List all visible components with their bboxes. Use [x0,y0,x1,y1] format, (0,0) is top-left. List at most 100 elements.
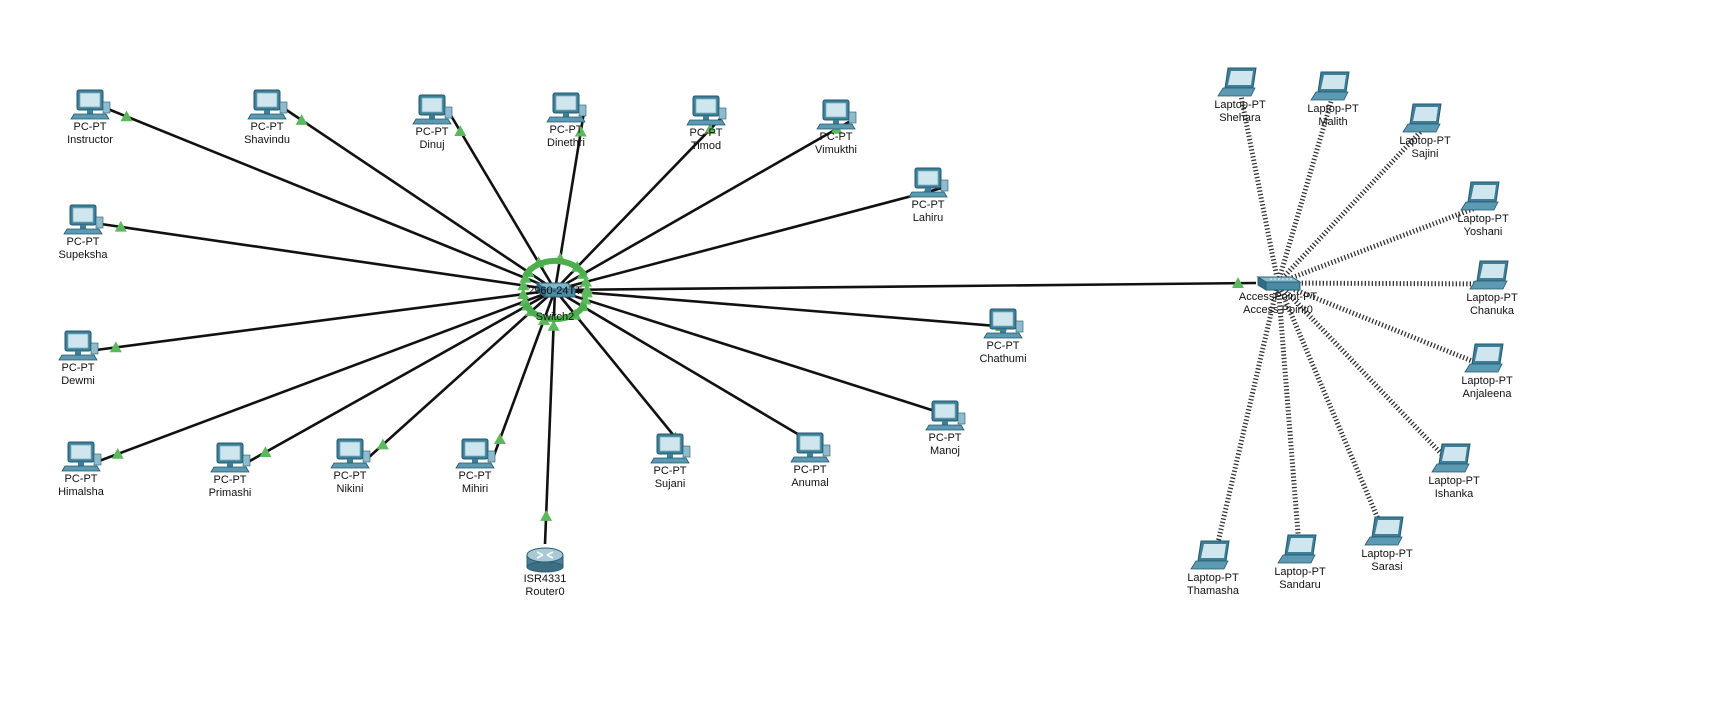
pc-manoj-name-label: Manoj [930,445,960,457]
link-pc-manoj-status-near-hub [579,293,592,305]
link-pc-instructor [107,107,556,292]
wireless-link-shehara [1237,90,1281,284]
pc-nikini-name-label: Nikini [337,483,364,495]
laptop-sarasi-model-label: Laptop-PT [1361,548,1413,560]
laptop-sandaru-model-label: Laptop-PT [1274,566,1326,578]
link-pc-shavindu [284,107,556,292]
pc-instructor-model-label: PC-PT [74,121,107,133]
laptop-sandaru-name-label: Sandaru [1279,579,1321,591]
laptop-shehara-icon[interactable] [1217,67,1257,97]
pc-dinuj-icon[interactable] [412,94,453,125]
laptop-ishanka-icon[interactable] [1431,443,1471,473]
wireless-link-ishanka [1276,281,1456,469]
link-pc-anumal [554,288,829,454]
laptop-sajini-icon[interactable] [1402,103,1442,133]
link-pc-himalsha-status-near-device [111,447,124,459]
laptop-sandaru-icon[interactable] [1277,534,1317,564]
pc-shavindu-name-label: Shavindu [244,134,290,146]
link-router-status-near-device [540,510,553,521]
laptop-thamasha-model-label: Laptop-PT [1187,572,1239,584]
pc-nikini-model-label: PC-PT [334,470,367,482]
pc-supeksha-icon[interactable] [63,204,104,235]
pc-dewmi-name-label: Dewmi [61,375,95,387]
switch-icon[interactable] [522,257,588,323]
laptop-thamasha-icon[interactable] [1190,540,1230,570]
pc-instructor-name-label: Instructor [67,134,113,146]
link-access-point-status-near-hub [580,283,593,295]
pc-sujani-icon[interactable] [650,433,691,464]
access-point-model-label: AccessPoint-PT [1239,291,1318,303]
pc-himalsha-icon[interactable] [61,441,102,472]
pc-dinuj-name-label: Dinuj [419,139,444,151]
link-pc-nikini-status-near-device [376,438,389,450]
link-router-status-near-hub [547,319,560,331]
link-pc-vimukthi [554,117,855,292]
laptop-sajini-model-label: Laptop-PT [1399,135,1451,147]
pc-himalsha-name-label: Himalsha [58,486,105,498]
link-pc-manoj [554,288,964,422]
laptop-sarasi-icon[interactable] [1364,516,1404,546]
pc-shavindu-icon[interactable] [247,89,288,120]
link-pc-dinuj-status-near-device [454,125,467,136]
pc-shavindu-model-label: PC-PT [251,121,284,133]
pc-manoj-model-label: PC-PT [929,432,962,444]
laptop-ishanka-model-label: Laptop-PT [1428,475,1480,487]
router-model-label: ISR4331 [524,573,567,585]
pc-vimukthi-icon[interactable] [816,99,857,130]
pc-himalsha-model-label: PC-PT [65,473,98,485]
laptop-ishanka-name-label: Ishanka [1435,488,1474,500]
router-icon[interactable] [526,547,564,573]
link-pc-supeksha [100,222,556,292]
laptop-anjaleena-icon[interactable] [1464,343,1504,373]
wireless-link-thamasha [1210,282,1281,565]
link-pc-instructor-status-near-device [120,110,133,122]
pc-sujani-name-label: Sujani [655,478,686,490]
link-router [543,289,557,545]
pc-chathumi-name-label: Chathumi [979,353,1026,365]
link-pc-timod [554,114,725,291]
pc-mihiri-name-label: Mihiri [462,483,488,495]
laptop-yoshani-icon[interactable] [1460,181,1500,211]
link-pc-nikini [367,289,556,459]
devices-layer: 2960-24TTSwitch2ISR4331Router0AccessPoin… [58,67,1518,598]
laptop-anjaleena-name-label: Anjaleena [1463,388,1513,400]
pc-lahiru-icon[interactable] [908,167,949,198]
pc-anumal-icon[interactable] [790,432,831,463]
laptop-chanuka-model-label: Laptop-PT [1466,292,1518,304]
link-pc-mihiri-status-near-device [493,433,506,445]
link-access-point [554,281,1257,292]
link-pc-primashi-status-near-device [259,446,272,458]
pc-timod-icon[interactable] [686,95,727,126]
laptop-chanuka-icon[interactable] [1469,260,1509,290]
pc-timod-model-label: PC-PT [690,127,723,139]
pc-timod-name-label: Timod [691,140,721,152]
link-pc-dewmi-status-near-device [109,341,122,353]
link-access-point-status-near-device [1232,277,1245,288]
pc-vimukthi-name-label: Vimukthi [815,144,857,156]
switch-name-label: Switch2 [536,311,575,323]
access-point-icon[interactable] [1256,276,1302,291]
pc-dewmi-icon[interactable] [58,330,99,361]
pc-lahiru-name-label: Lahiru [913,212,944,224]
pc-dinethri-icon[interactable] [546,92,587,123]
laptop-thamasha-name-label: Thamasha [1187,585,1240,597]
laptop-malith-name-label: Malith [1318,116,1347,128]
pc-mihiri-model-label: PC-PT [459,470,492,482]
link-pc-supeksha-status-near-hub [517,279,530,291]
pc-primashi-icon[interactable] [210,442,251,473]
pc-instructor-icon[interactable] [70,89,111,120]
link-pc-dewmi-status-near-hub [517,288,530,299]
pc-chathumi-icon[interactable] [983,308,1024,339]
wireless-link-anjaleena [1277,280,1488,370]
laptop-malith-icon[interactable] [1310,71,1350,101]
access-point-name-label: Access Point0 [1243,304,1313,316]
laptop-sarasi-name-label: Sarasi [1371,561,1402,573]
wireless-link-sajini [1276,125,1427,285]
pc-anumal-model-label: PC-PT [794,464,827,476]
link-pc-supeksha-status-near-device [114,220,127,232]
pc-manoj-icon[interactable] [925,400,966,431]
pc-primashi-name-label: Primashi [209,487,252,499]
pc-nikini-icon[interactable] [330,438,371,469]
pc-mihiri-icon[interactable] [455,438,496,469]
